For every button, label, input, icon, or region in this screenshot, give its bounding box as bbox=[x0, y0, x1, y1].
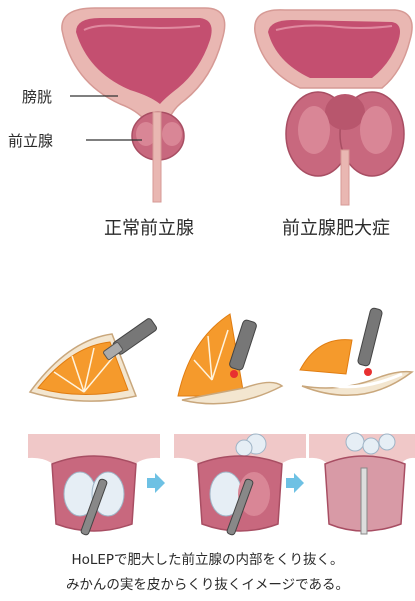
orange-step-1 bbox=[24, 300, 164, 420]
orange-step-3 bbox=[292, 300, 415, 420]
normal-prostate-title: 正常前立腺 bbox=[104, 214, 194, 240]
surgery-step-1 bbox=[24, 428, 164, 538]
arrow-icon-1 bbox=[145, 472, 167, 494]
caption-line-1: HoLEPで肥大した前立腺の内部をくり抜く。 bbox=[0, 548, 415, 573]
orange-step-2 bbox=[172, 300, 312, 420]
caption-line-2: みかんの実を皮からくり抜くイメージである。 bbox=[0, 573, 415, 598]
bladder-label: 膀胱 bbox=[22, 86, 52, 107]
prostate-label: 前立腺 bbox=[8, 130, 53, 151]
bph-title: 前立腺肥大症 bbox=[282, 214, 390, 240]
bph-illustration bbox=[0, 0, 415, 210]
arrow-icon-2 bbox=[284, 472, 306, 494]
surgery-step-3 bbox=[305, 428, 415, 538]
